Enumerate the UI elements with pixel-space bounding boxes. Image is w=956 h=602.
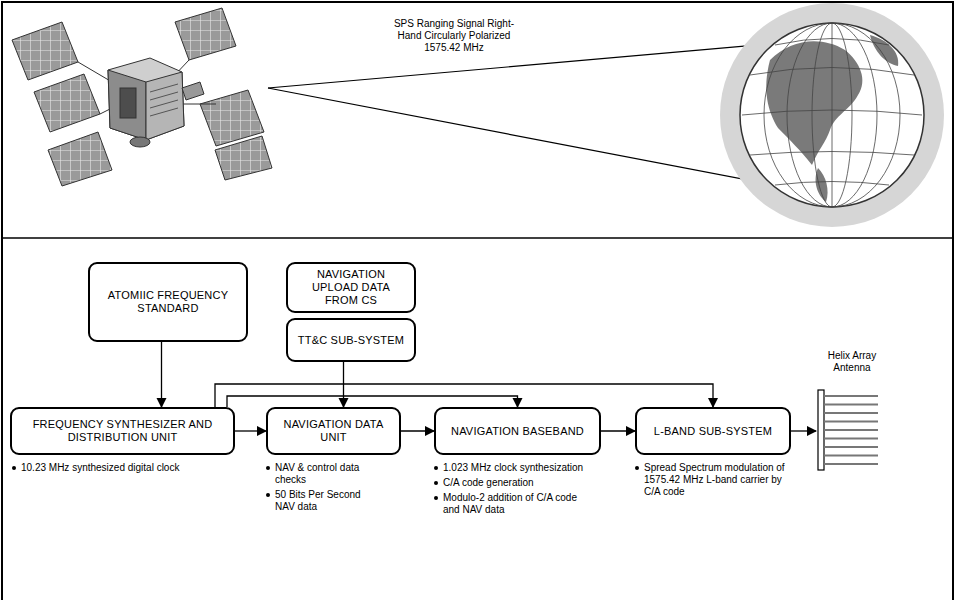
frequency-standard-box: ATOMIIC FREQUENCY STANDARD <box>88 262 248 342</box>
helix-element <box>824 454 878 456</box>
box-label: L-BAND SUB-SYSTEM <box>654 425 772 438</box>
function-note: 1.023 MHz clock synthesization <box>443 462 583 474</box>
helix-element <box>824 395 878 397</box>
helix-element <box>824 463 878 465</box>
upload-data-box: NAVIGATION UPLOAD DATA FROM CS <box>286 262 416 313</box>
function-note: C/A code generation <box>443 477 534 489</box>
helix-element <box>824 437 878 439</box>
bullet-dot <box>434 496 438 500</box>
signal-connector <box>235 430 266 431</box>
beam-line <box>268 88 800 190</box>
signal-connector <box>215 384 713 407</box>
feed-arrow <box>791 430 816 431</box>
baseband-box: NAVIGATION BASEBAND <box>434 407 601 455</box>
beam-line <box>268 42 792 88</box>
box-label: FREQUENCY SYNTHESIZER AND DISTRIBUTION U… <box>18 418 227 444</box>
bullet-dot <box>266 466 270 470</box>
function-note: NAV & control data checks <box>275 462 381 486</box>
synthesizer-box: FREQUENCY SYNTHESIZER AND DISTRIBUTION U… <box>10 407 235 455</box>
l-band-box: L-BAND SUB-SYSTEM <box>635 407 791 455</box>
helix-antenna <box>818 390 878 470</box>
box-label: NAVIGATION DATA UNIT <box>274 418 393 444</box>
bullet-dot <box>434 481 438 485</box>
helix-element <box>824 429 878 431</box>
signal-note: SPS Ranging Signal Right-Hand Circularly… <box>384 18 524 54</box>
bullet-item: 10.23 MHz synthesized digital clock <box>12 462 182 474</box>
satellite <box>12 8 272 186</box>
helix-element <box>824 403 878 405</box>
bullet-dot <box>434 466 438 470</box>
data-unit-box: NAVIGATION DATA UNIT <box>266 407 401 455</box>
signal-connector <box>401 430 434 431</box>
signal-connector <box>227 396 518 407</box>
function-note: 10.23 MHz synthesized digital clock <box>21 462 179 474</box>
bullet-item: Spread Spectrum modulation of 1575.42 MH… <box>635 462 785 498</box>
globe <box>720 3 944 227</box>
function-note: Modulo-2 addition of C/A code and NAV da… <box>443 492 584 516</box>
bullet-item: 50 Bits Per Second NAV data <box>266 489 381 513</box>
bullet-dot <box>635 466 639 470</box>
box-label: NAVIGATION BASEBAND <box>451 425 584 438</box>
helix-element <box>824 446 878 448</box>
box-label: ATOMIIC FREQUENCY STANDARD <box>96 289 240 315</box>
bullet-dot <box>12 466 16 470</box>
bullet-item: 1.023 MHz clock synthesization <box>434 462 584 474</box>
signal-connector <box>161 342 162 407</box>
signal-connector <box>601 430 635 431</box>
helix-element <box>824 420 878 422</box>
bullet-item: NAV & control data checks <box>266 462 381 486</box>
bullet-item: Modulo-2 addition of C/A code and NAV da… <box>434 492 584 516</box>
function-note: 50 Bits Per Second NAV data <box>275 489 381 513</box>
ttc-box: TT&C SUB-SYSTEM <box>286 318 416 362</box>
bullet-item: C/A code generation <box>434 477 584 489</box>
divider <box>2 237 953 239</box>
function-note: Spread Spectrum modulation of 1575.42 MH… <box>644 462 785 498</box>
bullet-dot <box>266 493 270 497</box>
box-label: TT&C SUB-SYSTEM <box>298 334 404 347</box>
antenna-label: Helix Array Antenna <box>812 350 892 374</box>
helix-element <box>824 412 878 414</box>
box-label: NAVIGATION UPLOAD DATA FROM CS <box>294 268 408 307</box>
